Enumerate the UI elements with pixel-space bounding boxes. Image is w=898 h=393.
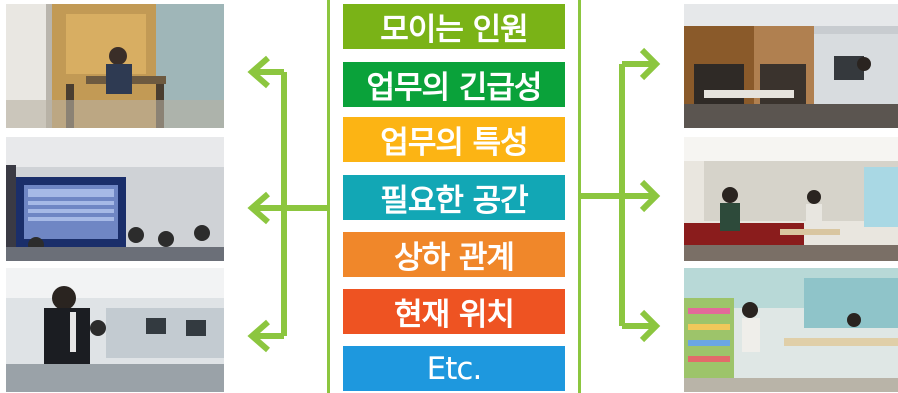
arrow-head-left-3 — [247, 319, 270, 353]
right-arrows — [581, 47, 661, 343]
photo-presentation-room — [6, 137, 224, 261]
photo-private-booth — [6, 4, 224, 128]
factor-attendees: 모이는 인원 — [343, 4, 565, 49]
photo-open-office — [6, 268, 224, 392]
factor-hierarchy: 상하 관계 — [343, 232, 565, 277]
left-arrows — [247, 55, 327, 353]
photo-collaboration-space — [684, 137, 898, 261]
arrow-head-right-2 — [639, 179, 661, 213]
arrow-head-right-3 — [639, 309, 661, 343]
factor-task-nature: 업무의 특성 — [343, 117, 565, 162]
factor-etc: Etc. — [343, 346, 565, 391]
arrow-head-left-1 — [247, 55, 270, 89]
factor-current-location: 현재 위치 — [343, 289, 565, 334]
arrow-head-right-1 — [639, 47, 661, 81]
factor-urgency: 업무의 긴급성 — [343, 62, 565, 107]
divider-right — [578, 0, 581, 393]
photo-library-workspace — [684, 268, 898, 392]
photo-lounge-booths — [684, 4, 898, 128]
factor-required-space: 필요한 공간 — [343, 175, 565, 220]
arrow-head-left-2 — [247, 191, 270, 225]
divider-left — [327, 0, 330, 393]
